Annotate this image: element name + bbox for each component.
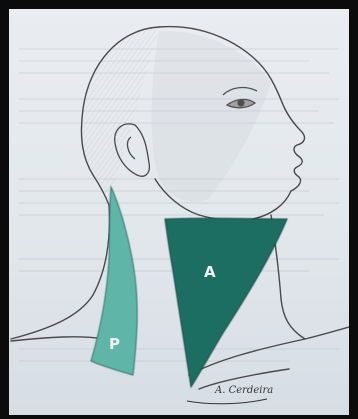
label-posterior: P (109, 335, 120, 353)
signature-underline (187, 399, 267, 404)
label-anterior: A (204, 263, 216, 281)
neck-triangles-illustration: A P A. Cerdeira (9, 9, 349, 415)
anterior-triangle (165, 218, 287, 387)
drawing-paper: A P A. Cerdeira (9, 9, 349, 415)
artist-signature: A. Cerdeira (214, 385, 273, 396)
